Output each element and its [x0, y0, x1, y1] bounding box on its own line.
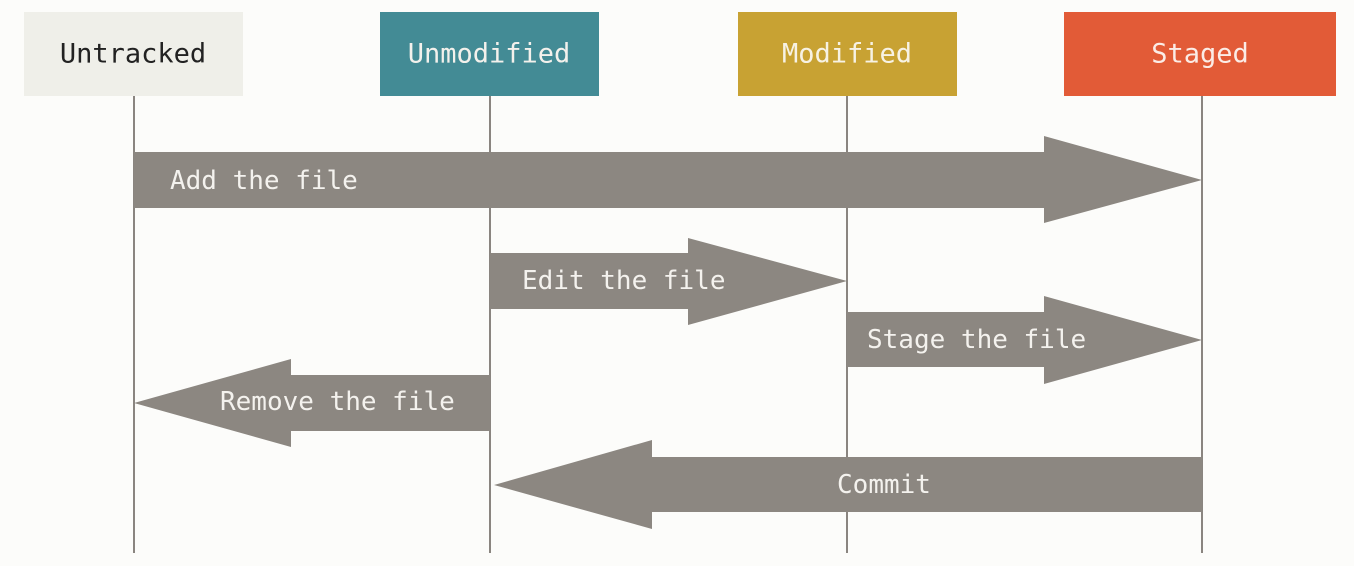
arrow-remove-the-file [134, 359, 490, 447]
state-modified: Modified [738, 12, 957, 96]
state-modified-box [738, 12, 957, 96]
state-unmodified: Unmodified [380, 12, 599, 96]
arrow-add-the-file-label: Add the file [170, 166, 358, 196]
transition-add-the-file: Add the file [134, 136, 1202, 223]
state-staged-box [1064, 12, 1336, 96]
state-untracked-box [24, 12, 243, 96]
arrow-stage-the-file-label: Stage the file [867, 325, 1086, 355]
arrow-commit [494, 440, 1202, 529]
state-untracked: Untracked [24, 12, 243, 96]
state-unmodified-box [380, 12, 599, 96]
arrow-stage-the-file [847, 296, 1202, 384]
arrow-edit-the-file [490, 238, 847, 325]
arrow-edit-the-file-label: Edit the file [522, 266, 726, 296]
arrow-commit-label: Commit [837, 470, 931, 500]
transition-edit-the-file: Edit the file [490, 238, 847, 325]
transition-remove-the-file: Remove the file [134, 359, 490, 447]
state-modified-label: Modified [782, 39, 912, 70]
arrow-add-the-file [134, 136, 1202, 223]
state-staged: Staged [1064, 12, 1336, 96]
state-staged-label: Staged [1151, 39, 1249, 70]
state-unmodified-label: Unmodified [408, 39, 571, 70]
arrow-remove-the-file-label: Remove the file [220, 387, 455, 417]
state-untracked-label: Untracked [60, 39, 206, 70]
transition-stage-the-file: Stage the file [847, 296, 1202, 384]
transition-commit: Commit [494, 440, 1202, 529]
